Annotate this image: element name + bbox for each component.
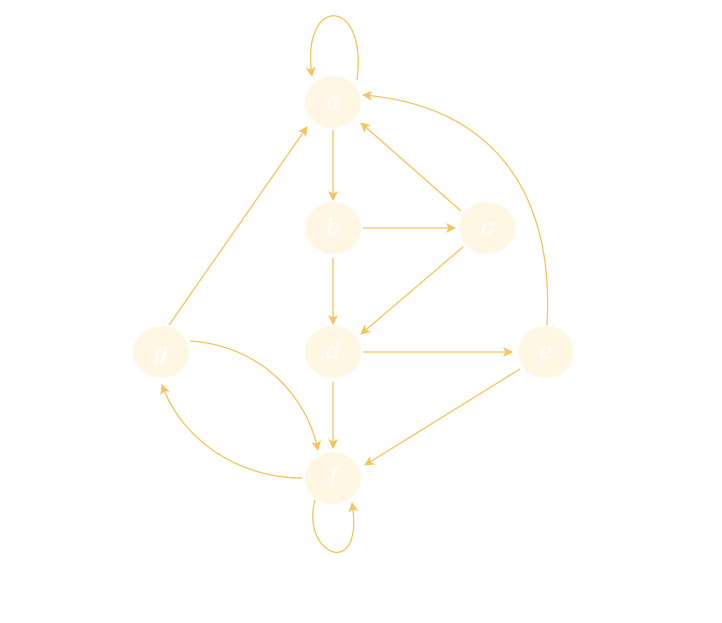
node-c[interactable]: c — [459, 202, 515, 254]
node-f[interactable]: f — [305, 452, 361, 504]
node-d[interactable]: d — [305, 326, 361, 378]
edge-a-a — [305, 15, 359, 81]
node-b-label: b — [326, 216, 340, 241]
node-d-label: d — [326, 340, 340, 365]
node-b[interactable]: b — [305, 202, 361, 254]
edge-g-f — [189, 340, 321, 451]
edge-f-f — [312, 499, 359, 553]
node-c-shape — [459, 202, 515, 254]
edge-e-a — [362, 90, 549, 326]
edge-g-a — [168, 126, 308, 326]
node-g[interactable]: g — [133, 326, 189, 378]
node-a[interactable]: a — [305, 76, 361, 128]
node-c-label: c — [481, 216, 493, 241]
edges-layer — [160, 15, 549, 553]
node-g-shape — [133, 326, 189, 378]
node-b-shape — [305, 202, 361, 254]
nodes-layer: a b c d e f g — [133, 76, 574, 504]
node-e[interactable]: e — [518, 326, 574, 378]
edge-e-f — [364, 368, 521, 466]
node-d-shape — [305, 326, 361, 378]
node-a-label: a — [326, 90, 339, 115]
edge-c-a — [360, 122, 462, 212]
node-a-shape — [305, 76, 361, 128]
node-e-label: e — [539, 340, 552, 365]
node-f-shape — [305, 452, 361, 504]
node-e-shape — [518, 326, 574, 378]
node-g-label: g — [154, 340, 168, 365]
edge-c-d — [360, 246, 464, 335]
edge-f-g — [160, 384, 303, 479]
